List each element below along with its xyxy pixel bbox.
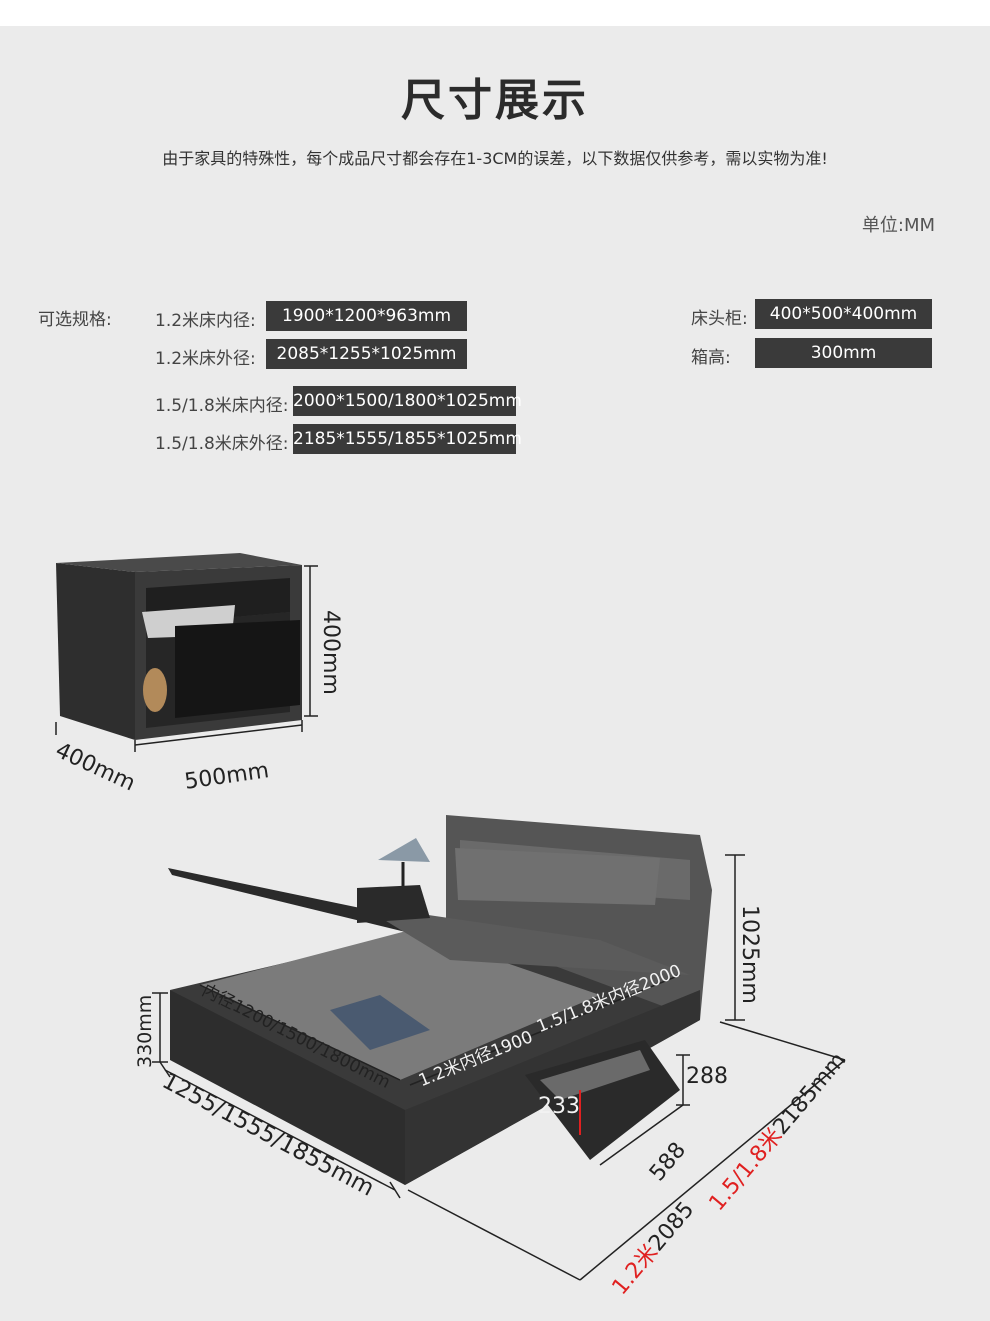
bed-drawing (168, 815, 712, 1185)
spec-label-15-outer: 1.5/1.8米床外径: (155, 434, 289, 454)
spec-value-12-inner: 1900*1200*963mm (266, 301, 467, 331)
spec-label-12-inner: 1.2米床内径: (155, 311, 256, 331)
spec-value-nightstand: 400*500*400mm (755, 299, 932, 329)
nightstand-height-label: 400mm (318, 610, 343, 695)
page-title: 尺寸展示 (401, 75, 589, 126)
spec-label-15-inner: 1.5/1.8米床内径: (155, 396, 289, 416)
spec-value-12-outer: 2085*1255*1025mm (266, 339, 467, 369)
spec-label-nightstand: 床头柜: (691, 309, 748, 329)
spec-label-box-height: 箱高: (691, 348, 731, 368)
spec-value-15-outer: 2185*1555/1855*1025mm (293, 424, 522, 454)
spec-label-12-outer: 1.2米床外径: (155, 349, 256, 369)
box-height-label: 330mm (134, 994, 156, 1068)
drawer-inner-label: 233 (538, 1094, 580, 1119)
disclaimer-text: 由于家具的特殊性，每个成品尺寸都会存在1-3CM的误差，以下数据仅供参考，需以实… (162, 149, 828, 168)
spec-value-15-inner: 2000*1500/1800*1025mm (293, 386, 522, 416)
nightstand-dimension-lines (55, 565, 318, 752)
drawer-height-label: 288 (686, 1064, 728, 1089)
nightstand-drawing (56, 553, 302, 740)
specs-heading: 可选规格: (38, 310, 112, 330)
spec-value-box-height: 300mm (755, 338, 932, 368)
unit-label: 单位:MM (861, 215, 935, 236)
bed-height-label: 1025mm (737, 905, 762, 1004)
bed-dimension-lines (152, 854, 846, 1281)
